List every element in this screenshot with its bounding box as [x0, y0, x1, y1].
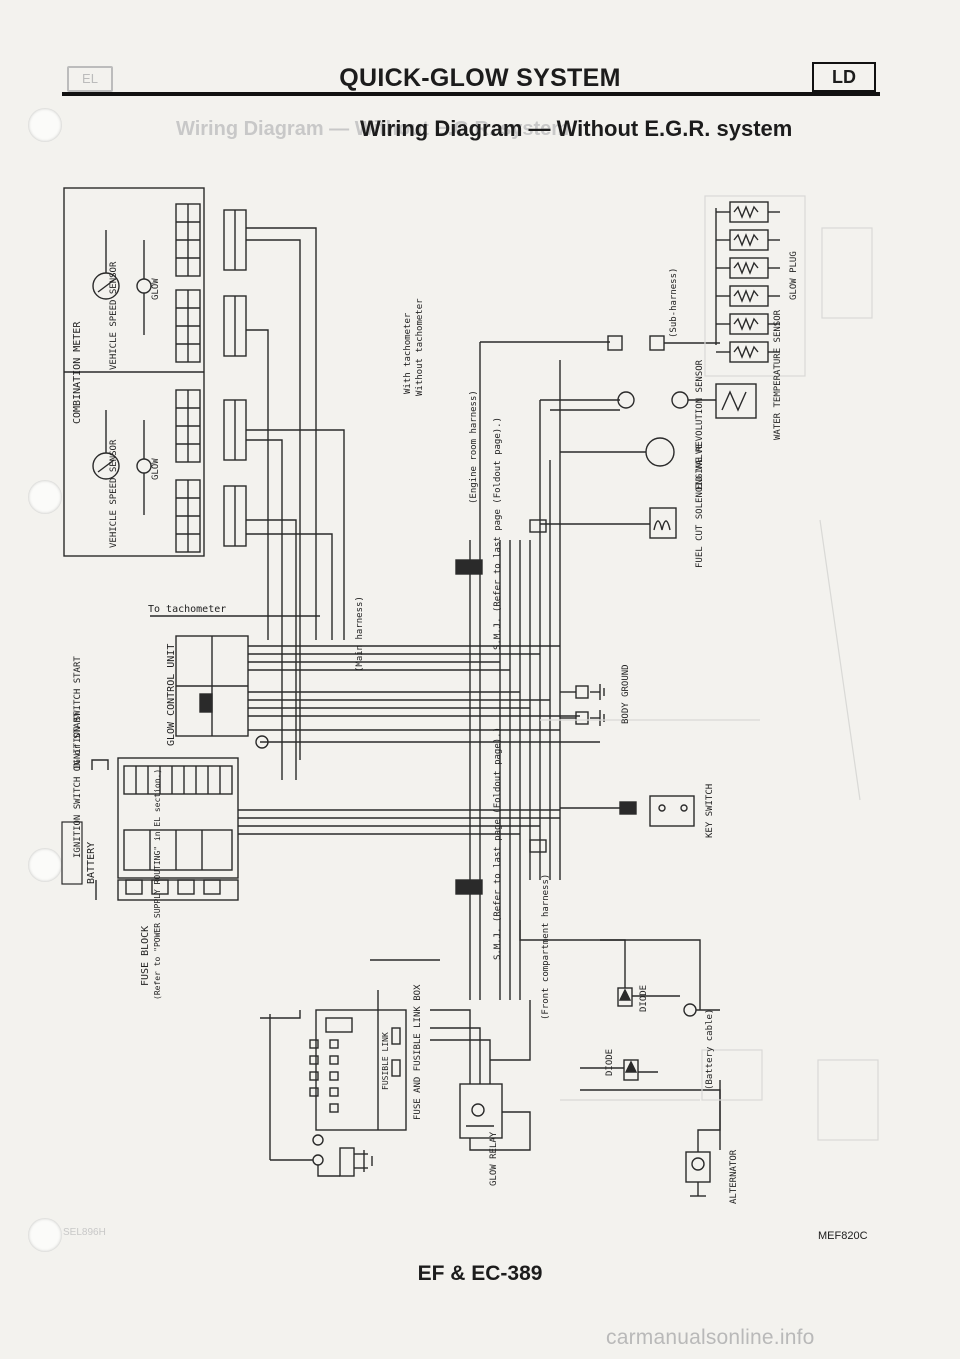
fuel-cut-valve-label: FUEL CUT SOLENOID VALVE [695, 443, 705, 568]
ign-start-label: IGNITION SWITCH START [73, 656, 83, 770]
without-tachometer-label: Without tachometer [415, 298, 425, 396]
glow-control-unit-label: GLOW CONTROL UNIT [166, 644, 177, 746]
engine-rev-sensor-label: ENGINE REVOLUTION SENSOR [695, 359, 705, 490]
engine-room-harness-label: (Engine room harness) [469, 390, 479, 504]
fusible-link-label: FUSIBLE LINK [381, 1032, 390, 1090]
header-rule [62, 92, 880, 96]
connector-round [671, 391, 689, 409]
battery-symbol [269, 1014, 373, 1177]
front-compartment-harness-label: (Front compartment harness) [541, 874, 551, 1020]
bleed-through-artwork [540, 195, 879, 1141]
corner-ghost-code: SEL896H [63, 1227, 106, 1238]
section-badge: LD [812, 62, 876, 92]
vehicle-speed-sensor-label: VEHICLE SPEED SENSOR [109, 439, 119, 548]
connector-round [617, 391, 635, 409]
glow-lamp-label: GLOW [151, 458, 161, 480]
meter-connector [175, 479, 201, 553]
binder-hole [28, 848, 62, 882]
body-ground-label: BODY GROUND [621, 664, 631, 724]
smj-pin-block [529, 839, 547, 853]
glow-plug-label: GLOW PLUG [789, 251, 799, 300]
meter-connector [175, 203, 201, 277]
glow-relay-symbol [459, 1083, 503, 1139]
glow-lamp-symbol [136, 458, 152, 474]
glow-lamp-symbol [136, 278, 152, 294]
figure-code: MEF820C [818, 1230, 868, 1242]
fuel-cut-solenoid-valve-symbol [649, 507, 677, 539]
key-switch-label: KEY SWITCH [705, 784, 715, 838]
meter-connector [175, 389, 201, 463]
connector-key [199, 693, 213, 713]
ground-connector [575, 685, 589, 699]
connector [649, 335, 665, 351]
vehicle-speed-sensor-label-2: VEHICLE SPEED SENSOR [109, 261, 119, 370]
glow-lamp-label-2: GLOW [151, 278, 161, 300]
water-temp-sensor-label: WATER TEMPERATURE SENSOR [773, 309, 783, 440]
key-switch-symbol [649, 795, 695, 827]
glow-relay-label: GLOW RELAY [489, 1131, 499, 1186]
to-tachometer-label: To tachometer [148, 604, 226, 615]
battery-label: BATTERY [86, 842, 97, 884]
smj-connector [455, 559, 483, 575]
battery-cable-label: (Battery cable) [705, 1009, 715, 1090]
smj-note-upper: S.M.J. (Refer to last page (Foldout page… [493, 417, 503, 650]
water-temperature-sensor-symbol [715, 383, 757, 419]
smj-note-lower: S.M.J. (Refer to last page (Foldout page… [493, 727, 503, 960]
connector [607, 335, 623, 351]
main-harness-label: (Main harness) [355, 596, 365, 672]
smj-connector [455, 879, 483, 895]
page-title: QUICK-GLOW SYSTEM [339, 64, 621, 92]
ground-marker [255, 735, 269, 749]
sub-harness-label: (Sub-harness) [669, 268, 679, 338]
ground-connector [575, 711, 589, 725]
diode-label: DIODE [605, 1049, 615, 1076]
ign-on-start-label: IGNITION SWITCH ON or START [73, 711, 83, 858]
fuse-and-fusible-link-box [315, 1009, 407, 1131]
engine-revolution-sensor-symbol [645, 437, 675, 467]
binder-hole [28, 108, 62, 142]
combination-meter-label: COMBINATION METER [72, 321, 83, 424]
meter-connector-b [223, 209, 247, 547]
diode-label-2: DIODE [639, 985, 649, 1012]
fuse-block-note: (Refer to "POWER SUPPLY ROUTING" in EL s… [153, 769, 162, 1000]
smj-pin-block [529, 519, 547, 533]
bleed-through-text: Wiring Diagram — Without E.G.R. system [176, 118, 570, 140]
diagram-subtitle: Wiring Diagram — Without E.G.R. system [360, 116, 793, 141]
with-tachometer-label: With tachometer [403, 312, 413, 394]
glow-plug-array [715, 201, 780, 363]
fuse-fusible-box-label: FUSE AND FUSIBLE LINK BOX [413, 984, 423, 1120]
binder-hole [28, 480, 62, 514]
fuse-block-label: FUSE BLOCK [140, 926, 151, 986]
alternator-symbol [685, 1080, 721, 1197]
alternator-label: ALTERNATOR [729, 1149, 739, 1204]
binder-hole [28, 1218, 62, 1252]
meter-connector [175, 289, 201, 363]
diode-symbol [580, 1059, 658, 1081]
header-left-badge: EL [67, 66, 113, 92]
diode-symbol [519, 920, 650, 1007]
page-number: EF & EC-389 [417, 1262, 543, 1285]
watermark: carmanualsonline.info [606, 1326, 815, 1349]
